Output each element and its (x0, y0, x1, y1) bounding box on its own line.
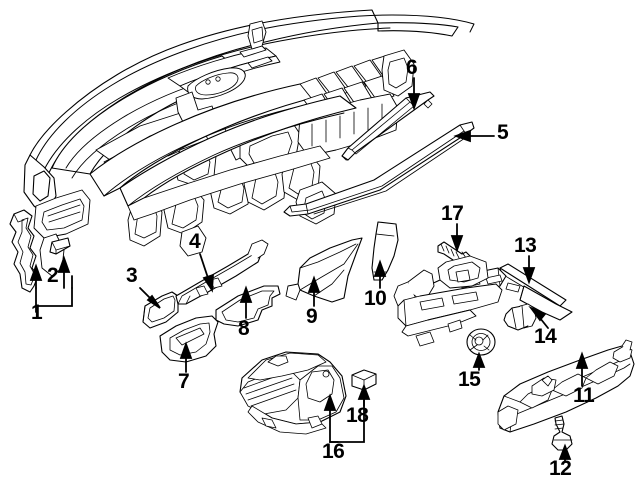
callout-label-17: 17 (441, 202, 464, 225)
callout-label-8: 8 (238, 317, 250, 340)
leader-13 (522, 255, 536, 285)
callout-label-2: 2 (47, 264, 59, 287)
left-cowl-side-trim-group (9, 209, 39, 293)
leader-2 (57, 255, 73, 289)
leader-3 (139, 287, 161, 309)
defroster-duct-nozzle (285, 237, 363, 303)
leader-4 (199, 253, 214, 293)
instrument-panel-crossbeam (393, 255, 573, 347)
arrowhead-1 (29, 263, 43, 289)
callout-label-11: 11 (573, 384, 595, 407)
callout-label-4: 4 (189, 230, 201, 253)
callout-label-7: 7 (178, 370, 190, 393)
arrowhead-16 (323, 393, 337, 411)
callout-label-16: 16 (322, 440, 345, 463)
callout-label-15: 15 (458, 368, 481, 391)
leader-15 (472, 351, 486, 371)
leader-18 (357, 383, 371, 407)
callout-label-14: 14 (534, 325, 557, 348)
left-lower-trim-panel (142, 291, 179, 329)
leader-14 (528, 305, 549, 329)
callout-label-10: 10 (364, 287, 387, 310)
leader-17 (450, 223, 464, 253)
callout-label-13: 13 (514, 234, 537, 257)
callout-leaders (29, 77, 589, 463)
leader-16 (329, 395, 365, 443)
lower-reinforcement-rail (175, 239, 269, 305)
instrument-panel-assembly (23, 9, 475, 277)
left-knee-bolster-cover (159, 315, 219, 363)
glove-box-door-assembly (497, 339, 635, 433)
leader-5 (453, 129, 495, 143)
leader-9 (307, 275, 321, 307)
upper-trim-strip-left (341, 91, 435, 161)
callout-label-5: 5 (497, 121, 509, 144)
callout-label-9: 9 (306, 305, 318, 328)
leader-6 (407, 77, 421, 111)
callout-label-18: 18 (346, 404, 369, 427)
callout-label-12: 12 (549, 457, 572, 480)
leader-11 (575, 351, 589, 387)
center-lower-trim-bracket (215, 285, 281, 327)
callout-label-3: 3 (126, 264, 138, 287)
leader-1 (35, 287, 73, 313)
small-left-clip (49, 237, 71, 255)
leader-8 (239, 285, 253, 319)
glove-box-bin-clip (351, 369, 377, 391)
crossbeam-bolt (503, 303, 537, 331)
callout-label-1: 1 (31, 301, 43, 324)
crossbeam-grommet (466, 328, 496, 356)
leader-12 (558, 443, 572, 463)
leader-10 (373, 259, 387, 289)
leader-7 (179, 341, 193, 373)
callout-label-6: 6 (406, 56, 418, 79)
glove-box-screw (551, 415, 573, 451)
